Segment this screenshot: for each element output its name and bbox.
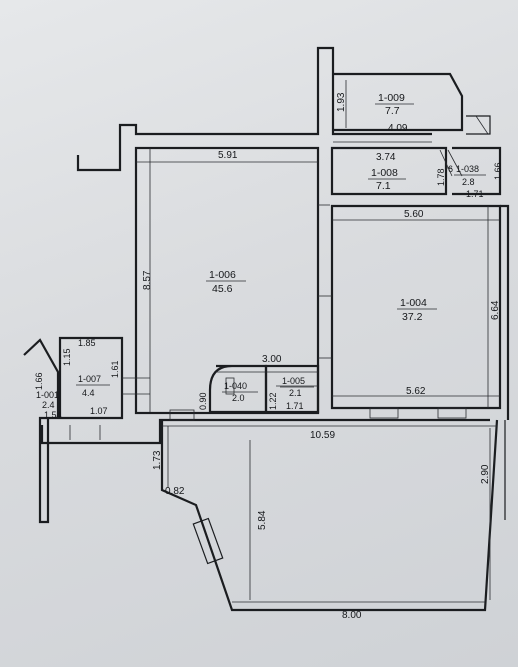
room-1-038-walls <box>452 146 502 196</box>
room-1-008-area: 7.1 <box>376 180 391 192</box>
wall-right-outer <box>500 204 510 420</box>
details <box>69 115 489 565</box>
dim-4-09: 4.09 <box>388 123 408 134</box>
dim-5-62: 5.62 <box>406 386 426 397</box>
dim-6-marker: 6 <box>448 164 453 174</box>
door-terrace <box>192 517 224 565</box>
dim-10-59: 10.59 <box>310 430 335 441</box>
room-1-040-area: 2.0 <box>232 393 245 403</box>
room-1-006-area: 45.6 <box>212 283 233 295</box>
dim-6-64: 6.64 <box>490 300 501 320</box>
room-1-009-id: 1-009 <box>378 92 405 104</box>
room-1-001-area: 2.4 <box>42 400 55 410</box>
dim-1-54: 1.54 <box>44 410 62 420</box>
room-1-040-id: 1-040 <box>224 381 247 391</box>
room-1-038-id: 1-038 <box>456 164 479 174</box>
room-1-005-id: 1-005 <box>282 376 305 386</box>
dim-5-60: 5.60 <box>404 209 424 220</box>
room-1-009-walls <box>333 72 464 132</box>
wall-bottom-strip <box>40 418 490 445</box>
room-1-040-walls <box>208 364 268 414</box>
room-1-008-walls <box>330 146 448 196</box>
wall-top-left <box>76 46 432 172</box>
dimension-lines <box>136 80 500 603</box>
dim-1-78: 1.78 <box>436 168 446 186</box>
wall-upper-right <box>466 115 491 135</box>
dim-1-85: 1.85 <box>78 338 96 348</box>
dim-8-57: 8.57 <box>142 270 153 290</box>
dim-1-22: 1.22 <box>268 392 278 410</box>
room-1-001-id: 1-001 <box>36 390 59 400</box>
dim-1-71-top: 1.71 <box>466 189 484 199</box>
dim-5-91: 5.91 <box>218 150 238 161</box>
room-1-007-id: 1-007 <box>78 374 101 384</box>
room-1-008-id: 1-008 <box>371 167 398 179</box>
dim-2-90: 2.90 <box>480 464 491 484</box>
room-1-006-id: 1-006 <box>209 269 236 281</box>
dim-3-74: 3.74 <box>376 152 396 163</box>
room-1-007-walls <box>58 336 124 420</box>
dim-8-00: 8.00 <box>342 610 362 621</box>
room-1-007-area: 4.4 <box>82 388 95 398</box>
walls <box>23 46 510 612</box>
dim-1-93: 1.93 <box>336 92 347 112</box>
dim-0-90: 0.90 <box>198 392 208 410</box>
dim-1-73: 1.73 <box>152 450 163 470</box>
dim-3-00: 3.00 <box>262 354 282 365</box>
room-1-004-id: 1-004 <box>400 297 427 309</box>
dimension-labels: 5.91 8.57 5.60 6.64 5.62 10.59 3.74 4.09… <box>34 92 503 621</box>
dim-1-07: 1.07 <box>90 406 108 416</box>
room-labels: 1-006 45.6 1-004 37.2 1-008 7.1 1-009 7.… <box>36 92 486 410</box>
dim-5-84: 5.84 <box>257 510 268 530</box>
room-1-005-walls <box>264 364 320 414</box>
room-1-005-area: 2.1 <box>289 388 302 398</box>
dim-0-82: 0.82 <box>165 486 185 497</box>
dim-1-71-bottom: 1.71 <box>286 401 304 411</box>
room-1-004-area: 37.2 <box>402 311 423 323</box>
room-1-038-area: 2.8 <box>462 177 475 187</box>
dim-1-15: 1.15 <box>62 348 72 366</box>
dim-1-66-right: 1.66 <box>493 162 503 180</box>
room-1-004-walls <box>330 204 502 410</box>
terrace-outline <box>160 419 499 612</box>
room-1-001-walls <box>23 338 60 524</box>
dim-1-66-left: 1.66 <box>34 372 44 390</box>
room-1-009-area: 7.7 <box>385 105 400 117</box>
dim-1-61: 1.61 <box>110 360 120 378</box>
